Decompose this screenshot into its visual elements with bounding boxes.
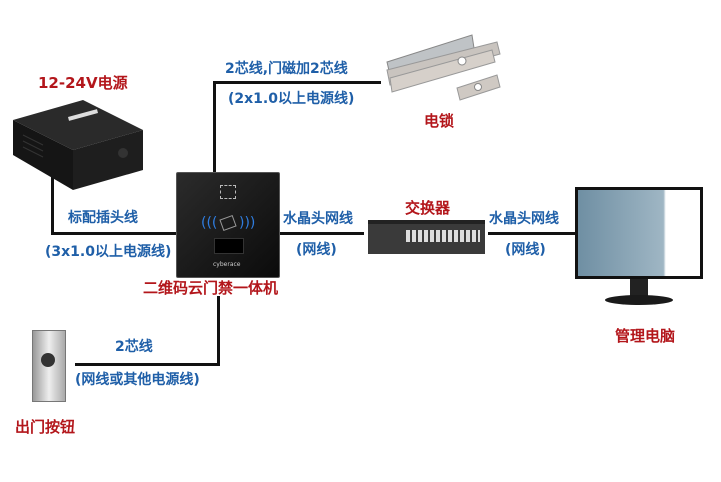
reader-switch-cable-spec: (网线) [296,242,337,258]
reader-switch-cable-label: 水晶头网线 [283,211,353,227]
exit-cable-spec: (网线或其他电源线) [75,372,200,388]
exit-cable-horizontal [75,363,220,366]
exit-button-title: 出门按钮 [15,418,76,436]
card-tap-icon [219,214,237,232]
switch-title: 交换器 [405,199,451,217]
exit-push-button [41,353,55,367]
electric-lock-image [386,34,501,101]
reader-brand: cyberace [213,261,241,268]
reader-screen [214,238,244,254]
qr-access-reader-image: ((( ))) cyberace [176,172,280,278]
lock-cable-spec: (2x1.0以上电源线) [228,91,355,107]
monitor-image [575,187,703,279]
lock-cable-label: 2芯线,门磁加2芯线 [225,61,348,77]
exit-button-image [32,330,66,402]
psu-title: 12-24V电源 [38,74,128,92]
switch-computer-cable [488,232,576,235]
reader-switch-cable [279,232,364,235]
psu-cable-horizontal [51,232,177,235]
reader-title: 二维码云门禁一体机 [143,279,279,297]
monitor-base [605,295,673,305]
switch-ports [406,230,480,242]
power-supply-image [13,100,143,190]
exit-cable-label: 2芯线 [115,339,153,355]
computer-title: 管理电脑 [615,327,676,345]
monitor-screen [578,190,700,276]
switch-computer-cable-spec: (网线) [505,242,546,258]
nfc-wave-left-icon: ((( [201,215,218,231]
psu-cable-vertical [51,165,54,235]
monitor-stand [630,279,648,297]
nfc-wave-right-icon: ))) [239,215,256,231]
psu-cable-spec: (3x1.0以上电源线) [45,244,172,260]
psu-cable-label: 标配插头线 [68,210,138,226]
lock-title: 电锁 [424,112,455,130]
exit-cable-vertical [217,296,220,366]
switch-computer-cable-label: 水晶头网线 [489,211,559,227]
camera-icon [220,185,236,199]
lock-cable-vertical [213,81,216,174]
lock-cable-horizontal [213,81,381,84]
network-switch-image [368,220,485,254]
